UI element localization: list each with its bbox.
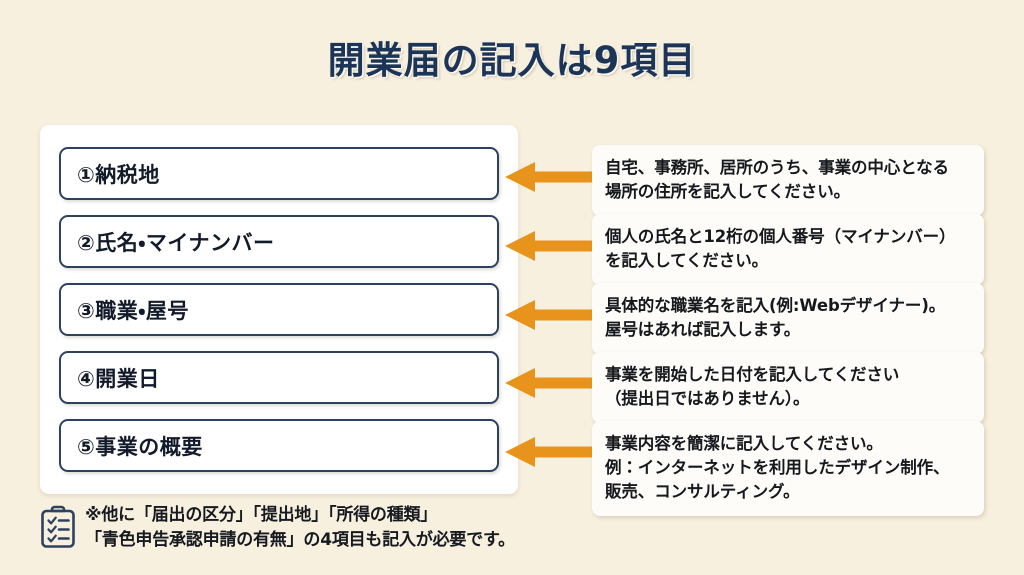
arrow-to-item-3 (505, 298, 595, 332)
items-panel: ①納税地 ②氏名・マイナンバー ③職業・屋号 ④開業日 ⑤事業の概要 (40, 125, 518, 494)
description-box-2: 個人の氏名と12桁の個人番号（マイナンバー） を記入してください。 (592, 214, 984, 285)
description-box-5: 事業内容を簡潔に記入してください。 例：インターネットを利用したデザイン制作、 … (592, 421, 984, 516)
description-line: 事業内容を簡潔に記入してください。 (605, 434, 883, 453)
item-label-1: ①納税地 (77, 162, 160, 187)
description-line: 自宅、事務所、居所のうち、事業の中心となる (605, 158, 949, 177)
page-title: 開業届の記入は9項目 (327, 39, 697, 82)
arrow-to-item-5 (505, 435, 595, 469)
item-label-4: ④開業日 (77, 366, 160, 391)
item-box-3[interactable]: ③職業・屋号 (59, 283, 499, 336)
footer-note: ※他に「届出の区分」「提出地」「所得の種類」 「青色申告承認申請の有無」の4項目… (40, 503, 515, 553)
item-box-5[interactable]: ⑤事業の概要 (59, 419, 499, 472)
description-line: 例：インターネットを利用したデザイン制作、 (605, 457, 950, 477)
description-box-1: 自宅、事務所、居所のうち、事業の中心となる 場所の住所を記入してください。 (592, 145, 984, 216)
item-label-2: ②氏名・マイナンバー (77, 230, 275, 255)
footer-line: ※他に「届出の区分」「提出地」「所得の種類」 (85, 505, 438, 525)
description-line: 場所の住所を記入してください。 (605, 181, 851, 201)
description-line: を記入してください。 (605, 250, 769, 270)
description-box-3: 具体的な職業名を記入(例:Webデザイナー)。 屋号はあれば記入します。 (592, 283, 984, 354)
clipboard-checklist-icon (40, 505, 76, 553)
arrow-to-item-4 (505, 366, 595, 400)
description-line: 事業を開始した日付を記入してください (605, 365, 900, 384)
description-line: 個人の氏名と12桁の個人番号（マイナンバー） (605, 227, 956, 246)
description-box-4: 事業を開始した日付を記入してください （提出日ではありません）。 (592, 352, 984, 423)
footer-text: ※他に「届出の区分」「提出地」「所得の種類」 「青色申告承認申請の有無」の4項目… (85, 503, 515, 552)
arrow-to-item-1 (505, 160, 595, 194)
description-line: 具体的な職業名を記入(例:Webデザイナー)。 (605, 296, 946, 315)
footer-line: 「青色申告承認申請の有無」の4項目も記入が必要です。 (85, 529, 515, 550)
item-label-3: ③職業・屋号 (77, 298, 189, 323)
item-box-4[interactable]: ④開業日 (59, 351, 499, 404)
arrow-to-item-2 (505, 229, 595, 263)
item-label-5: ⑤事業の概要 (77, 434, 203, 459)
description-line: 屋号はあれば記入します。 (605, 319, 801, 339)
description-line: 販売、コンサルティング。 (605, 481, 800, 501)
description-line: （提出日ではありません）。 (605, 388, 810, 408)
item-box-1[interactable]: ①納税地 (59, 147, 499, 200)
item-box-2[interactable]: ②氏名・マイナンバー (59, 215, 499, 268)
